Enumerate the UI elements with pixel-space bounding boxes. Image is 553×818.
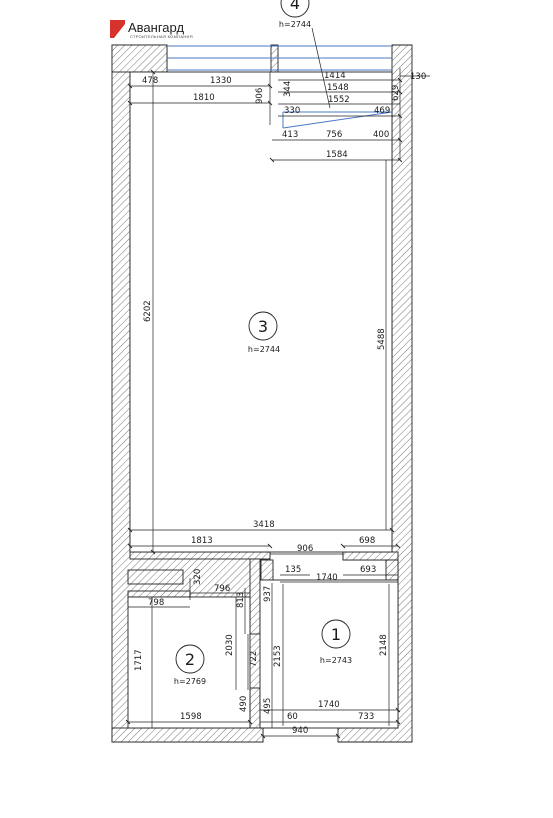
dim-937: 937 <box>263 586 273 602</box>
dim-1717: 1717 <box>134 649 144 671</box>
dim-2153: 2153 <box>273 645 283 667</box>
room-tags: 4 h=2744 3 h=2744 2 h=2769 1 h=2743 <box>174 0 352 686</box>
bathroom-wall-top <box>127 569 184 585</box>
brand-tagline: СТРОИТЕЛЬНАЯ КОМПАНИЯ <box>130 34 193 39</box>
balcony-windows <box>167 45 393 129</box>
dim-1414: 1414 <box>324 71 346 81</box>
room-1-tag: 1 h=2743 <box>320 619 352 665</box>
dim-495: 495 <box>263 698 273 714</box>
dim-629: 629 <box>391 85 401 101</box>
dim-693: 693 <box>360 565 376 575</box>
dim-722: 722 <box>249 651 259 667</box>
dim-1548: 1548 <box>327 83 349 93</box>
room-4-tag: 4 h=2744 <box>279 0 311 29</box>
dim-130: 130 <box>410 72 426 82</box>
partition-lower <box>249 687 261 729</box>
dim-698: 698 <box>359 536 375 546</box>
dim-1813: 1813 <box>191 536 213 546</box>
dim-6202: 6202 <box>143 300 153 322</box>
dim-1552: 1552 <box>328 95 350 105</box>
dim-135: 135 <box>285 565 301 575</box>
room-2-height: h=2769 <box>174 677 206 686</box>
dim-330: 330 <box>284 106 300 116</box>
brand-name: Авангард <box>128 20 184 35</box>
door-jamb-left <box>260 559 274 581</box>
door-jamb-right <box>385 559 399 581</box>
dim-2030: 2030 <box>225 634 235 656</box>
walls <box>111 44 413 743</box>
wall-bottom-left <box>111 727 264 743</box>
company-logo: Авангард СТРОИТЕЛЬНАЯ КОМПАНИЯ <box>110 20 193 39</box>
dimension-lines <box>125 27 430 739</box>
dim-813: 813 <box>236 592 246 608</box>
partition-room3-bottom <box>129 551 271 560</box>
partition-right-stub <box>342 551 399 561</box>
dim-906: 906 <box>297 544 313 554</box>
room-2-tag: 2 h=2769 <box>174 644 206 686</box>
dim-1598: 1598 <box>180 712 202 722</box>
dim-1740-bottom: 1740 <box>318 700 340 710</box>
logo-mark-notch <box>114 24 125 38</box>
dim-3418: 3418 <box>253 520 275 530</box>
dim-798: 798 <box>148 598 164 608</box>
room-3-tag: 3 h=2744 <box>248 311 280 354</box>
dim-733: 733 <box>358 712 374 722</box>
dim-1330: 1330 <box>210 76 232 86</box>
dim-906-top: 906 <box>255 88 265 104</box>
bathroom-partition <box>249 558 261 635</box>
bathroom-wall-mid <box>127 590 191 598</box>
dim-5488: 5488 <box>377 328 387 350</box>
dim-796: 796 <box>214 584 230 594</box>
dim-756: 756 <box>326 130 342 140</box>
room-4-height: h=2744 <box>279 20 311 29</box>
dim-469: 469 <box>374 106 390 116</box>
dim-344: 344 <box>283 81 293 97</box>
dim-413: 413 <box>282 130 298 140</box>
room-3-number: 3 <box>258 317 268 336</box>
dim-2148: 2148 <box>379 634 389 656</box>
dim-940: 940 <box>292 726 308 736</box>
room-outlines <box>127 71 399 729</box>
dim-400: 400 <box>373 130 389 140</box>
room-1-height: h=2743 <box>320 656 352 665</box>
room-1-number: 1 <box>331 625 341 644</box>
room-2-number: 2 <box>185 650 195 669</box>
dim-60: 60 <box>287 712 298 722</box>
dim-478: 478 <box>142 76 158 86</box>
dim-490: 490 <box>239 696 249 712</box>
wall-top-left <box>111 44 168 73</box>
dim-320: 320 <box>193 569 203 585</box>
dim-1740-top: 1740 <box>316 573 338 583</box>
dim-1584: 1584 <box>326 150 348 160</box>
dimension-labels: 478 1330 1810 906 1414 1548 1552 130 344… <box>134 71 426 736</box>
room-3-height: h=2744 <box>248 345 280 354</box>
dim-1810: 1810 <box>193 93 215 103</box>
room-4-number: 4 <box>290 0 300 13</box>
